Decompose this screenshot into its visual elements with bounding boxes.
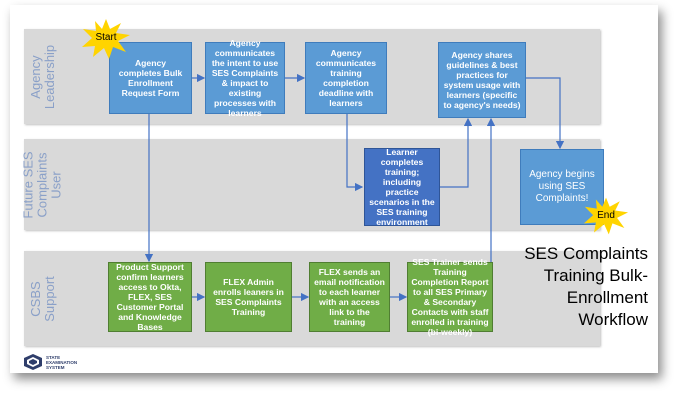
box-begin-using: Agency begins using SES Complaints! xyxy=(520,149,604,225)
ses-logo: STATE EXAMINATION SYSTEM xyxy=(24,354,77,370)
box-flex-admin: FLEX Admin enrolls leaners in SES Compla… xyxy=(205,262,292,332)
slide: Agency Leadership Future SES Complaints … xyxy=(10,5,658,373)
arrow-b3-b5 xyxy=(346,114,364,192)
lane-future-user: Future SES Complaints User xyxy=(21,139,600,230)
box-trainer-report: SES Trainer sends Training Completion Re… xyxy=(407,257,493,337)
end-label: End xyxy=(597,210,615,221)
box-bulk-request: Agency completes Bulk Enrollment Request… xyxy=(109,42,192,114)
box-communicate-deadline: Agency communicates training completion … xyxy=(305,42,387,114)
arrow-b5-b4 xyxy=(440,117,473,188)
start-label: Start xyxy=(95,32,117,43)
logo-line-3: SYSTEM xyxy=(46,364,65,370)
start-star-icon xyxy=(82,19,130,59)
logo-line-1: STATE xyxy=(46,354,61,360)
box-communicate-intent: Agency communicates the intent to use SE… xyxy=(205,38,285,118)
logo-line-2: EXAMINATION xyxy=(46,359,78,365)
box-flex-email: FLEX sends an email notification to each… xyxy=(309,262,390,332)
box-product-support: Product Support confirm learners access … xyxy=(108,262,192,332)
ses-logo-icon xyxy=(24,354,42,370)
box-share-guidelines: Agency shares guidelines & best practice… xyxy=(438,42,526,118)
arrow-b4-b6 xyxy=(526,77,565,150)
flow-arrows xyxy=(144,73,565,302)
box-learner-training: Learner completes training; including pr… xyxy=(364,147,440,227)
workflow-title: SES Complaints Training Bulk-Enrollment … xyxy=(524,244,648,329)
end-star-icon xyxy=(583,197,629,235)
